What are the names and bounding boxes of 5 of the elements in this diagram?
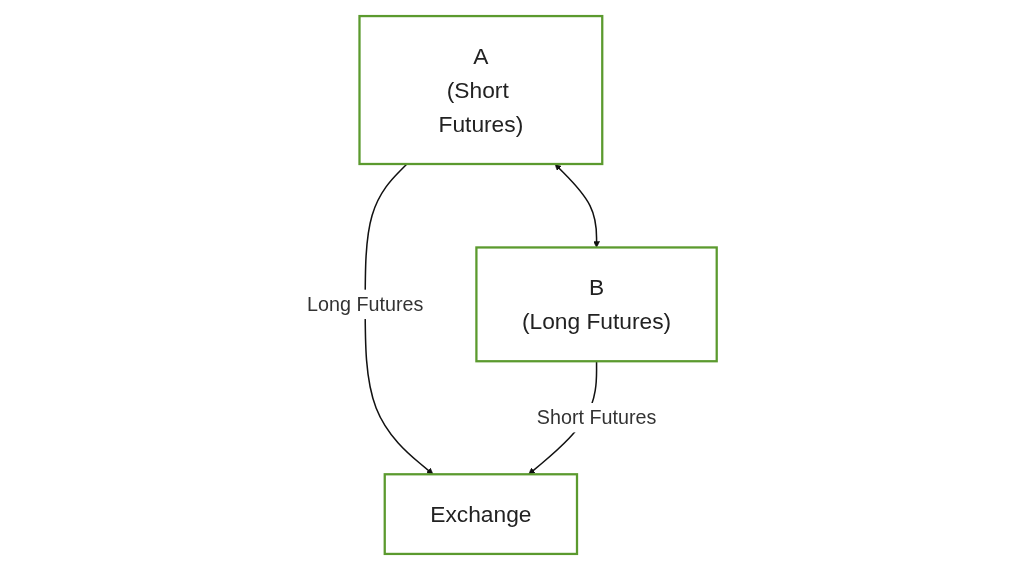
node-box: B (Long Futures) — [475, 245, 718, 362]
node-box: Exchange — [383, 472, 579, 555]
node-box: A (Short Futures) — [358, 14, 604, 165]
edge-label: Long Futures — [307, 292, 424, 315]
edge-label: Short Futures — [536, 405, 657, 429]
